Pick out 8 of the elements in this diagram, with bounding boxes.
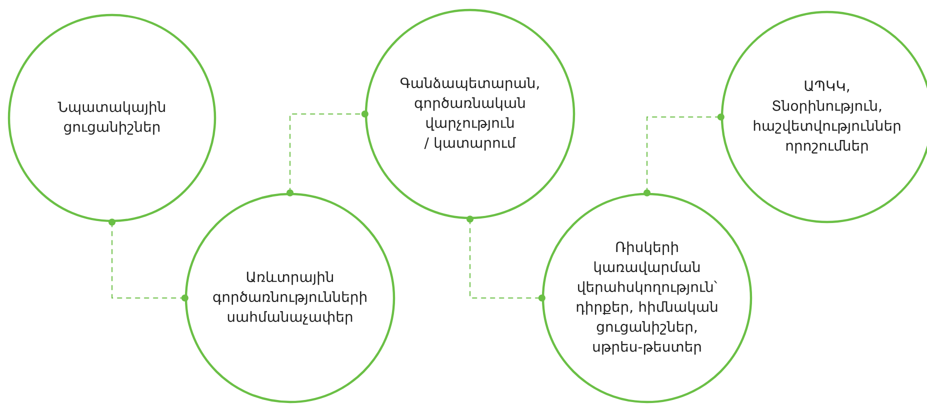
connector (286, 110, 368, 196)
circle-node: Առևտրային գործառնությունների սահմանաչափեր (184, 192, 396, 404)
circle-node: Նպատակային ցուցանիշներ (8, 14, 216, 222)
connector (466, 216, 546, 302)
circle-node: Ռիսկերի կառավարման վերահսկողություն՝ դիրքեր, հիմնական ցուցանիշներ, սթրես-թեստեր (542, 192, 752, 404)
connector (644, 114, 724, 196)
circle-node: Գանձապետարան, գործառնական վարչություն / կատարում (364, 8, 576, 220)
connector (108, 218, 188, 302)
